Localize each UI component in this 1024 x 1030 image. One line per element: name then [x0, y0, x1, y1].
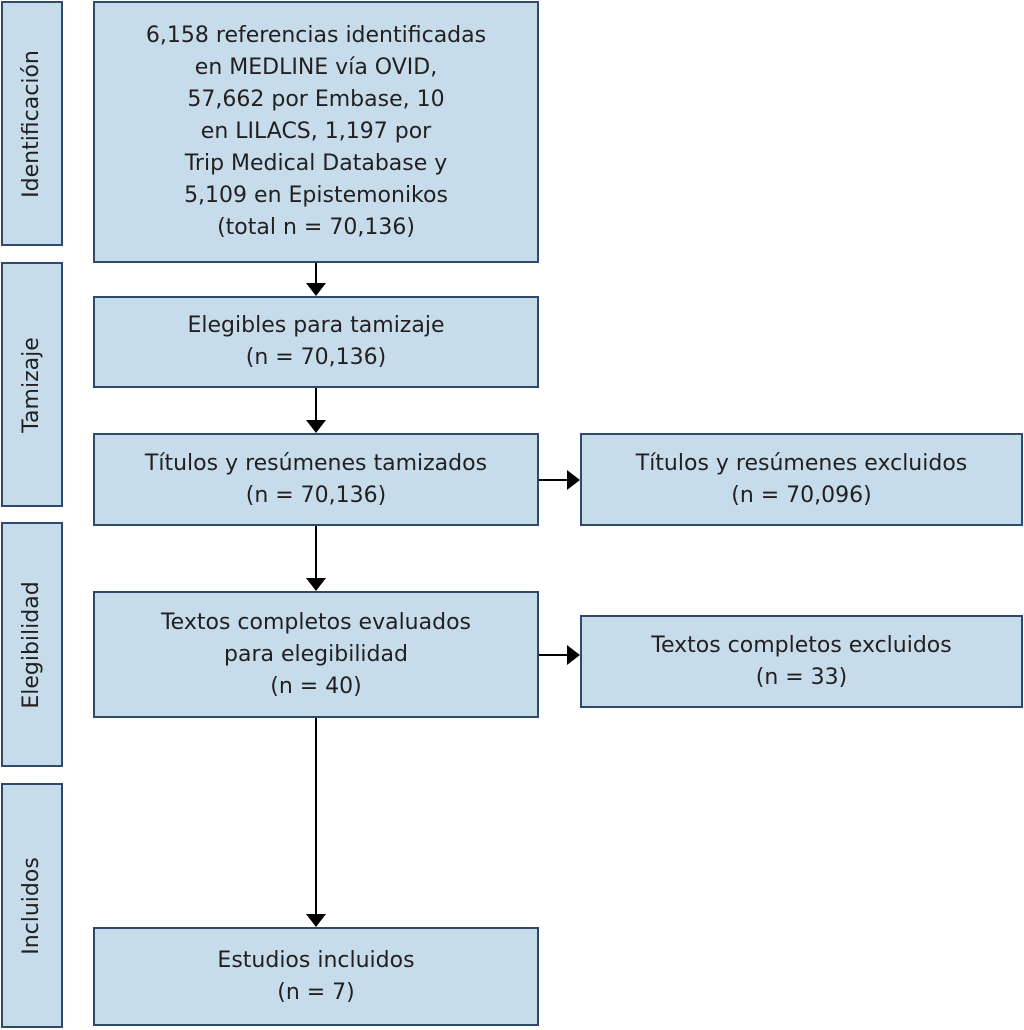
arrowhead-down — [306, 420, 326, 433]
box-line: (total n = 70,136) — [217, 215, 415, 240]
box-line: (n = 33) — [755, 664, 848, 690]
phase-tamizaje: Tamizaje — [1, 262, 63, 507]
box-line: Textos completos excluidos — [651, 632, 952, 658]
identified-records-box: 6,158 referencias identificadas en MEDLI… — [93, 1, 539, 263]
box-line: Trip Medical Database y — [184, 151, 448, 176]
phase-incluidos: Incluidos — [1, 783, 63, 1028]
box-line: para elegibilidad — [224, 641, 408, 667]
box-line: en LILACS, 1,197 por — [200, 119, 432, 144]
box-line: Elegibles para tamizaje — [187, 313, 445, 338]
box-line: (n = 70,136) — [245, 345, 387, 370]
arrowhead-down — [306, 283, 326, 296]
phase-label-tamizaje: Tamizaje — [19, 336, 44, 433]
box-line: (n = 70,136) — [245, 482, 387, 508]
box-line: en MEDLINE vía OVID, — [194, 55, 438, 80]
fulltext-excluded-box: Textos completos excluidos (n = 33) — [580, 615, 1023, 708]
box-line: (n = 70,096) — [731, 482, 872, 508]
box-line: Estudios incluidos — [217, 947, 415, 973]
phase-label-elegibilidad: Elegibilidad — [19, 580, 44, 709]
box-line: 5,109 en Epistemonikos — [184, 183, 448, 208]
box-line: (n = 40) — [270, 673, 362, 699]
arrowhead-right — [567, 645, 580, 665]
included-studies-box: Estudios incluidos (n = 7) — [93, 927, 539, 1026]
eligible-screening-box: Elegibles para tamizaje (n = 70,136) — [93, 296, 539, 388]
phase-elegibilidad: Elegibilidad — [1, 522, 63, 767]
fulltext-assessed-box: Textos completos evaluados para elegibil… — [93, 591, 539, 718]
arrowhead-right — [567, 470, 580, 490]
arrowhead-down — [306, 914, 326, 927]
phase-label-incluidos: Incluidos — [19, 856, 44, 955]
box-line: Títulos y resúmenes tamizados — [144, 450, 488, 476]
box-line: Textos completos evaluados — [160, 609, 471, 635]
titles-excluded-box: Títulos y resúmenes excluidos (n = 70,09… — [580, 433, 1023, 526]
box-line: Títulos y resúmenes excluidos — [635, 450, 968, 476]
phase-identificacion: Identificación — [1, 1, 63, 246]
box-line: 57,662 por Embase, 10 — [187, 87, 445, 112]
arrowhead-down — [306, 578, 326, 591]
box-line: 6,158 referencias identificadas — [145, 23, 487, 48]
phase-label-identificacion: Identificación — [19, 49, 44, 198]
titles-screened-box: Títulos y resúmenes tamizados (n = 70,13… — [93, 433, 539, 526]
box-line: (n = 7) — [277, 979, 355, 1005]
